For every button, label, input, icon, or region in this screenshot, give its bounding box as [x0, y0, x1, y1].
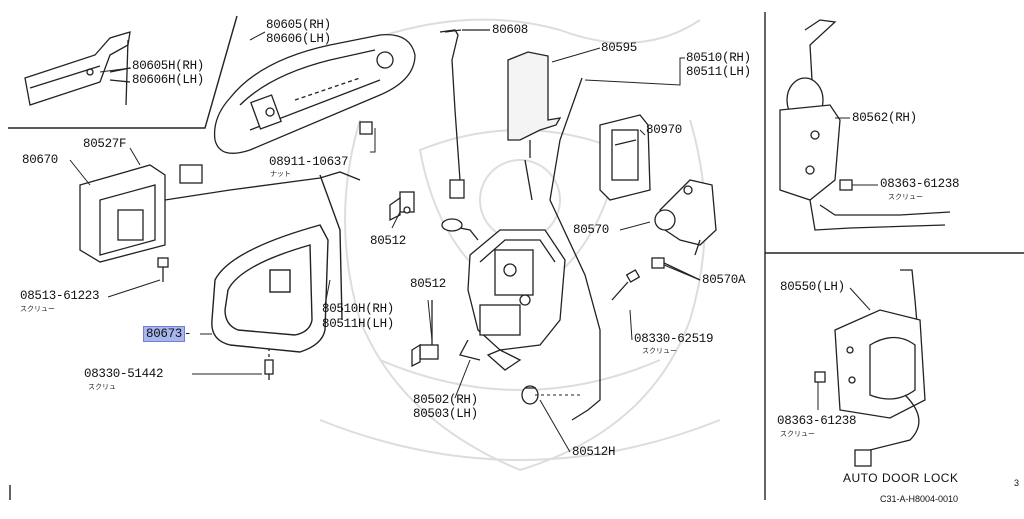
label-80550: 80550(LH)	[780, 280, 845, 294]
label-08911: 08911-10637	[269, 155, 349, 169]
label-80670: 80670	[22, 153, 59, 167]
rod-80608	[439, 29, 490, 199]
label-80510h: 80510H(RH)	[322, 302, 395, 316]
screw-08330-62519	[611, 269, 641, 301]
label-80510: 80510(RH)	[686, 51, 751, 65]
highlighted-part-number[interactable]: 80673	[142, 326, 186, 342]
label-80512h: 80512H	[572, 445, 616, 459]
edge-mark: 3	[1014, 478, 1020, 488]
label-80503: 80503(LH)	[413, 407, 478, 421]
label-80970: 80970	[646, 123, 683, 137]
auto-door-lock-caption: AUTO DOOR LOCK	[843, 471, 959, 485]
label-08363b: 08363-61238	[777, 414, 857, 428]
clip-80512-lower	[411, 300, 439, 368]
label-08911-sub: ナット	[270, 170, 291, 178]
label-08363a: 08363-61238	[880, 177, 960, 191]
actuator-80562	[779, 19, 951, 231]
screw-08513	[157, 257, 169, 282]
leader-lines	[69, 29, 878, 453]
outside-handle	[213, 34, 416, 154]
label-08513: 08513-61223	[20, 289, 100, 303]
catalog-code: C31-A-H8004-0010	[880, 494, 959, 504]
inset-bracket	[24, 31, 131, 106]
label-80595: 80595	[601, 41, 638, 55]
remote-control-80670	[79, 164, 361, 263]
label-80502: 80502(RH)	[413, 393, 478, 407]
label-08330b-sub: スクリュ	[88, 383, 116, 391]
guard-80595	[507, 51, 562, 158]
clip-80512h	[521, 385, 539, 405]
panel-dividers	[8, 12, 1024, 500]
label-80606h: 80606H(LH)	[132, 73, 205, 87]
label-80511h: 80511H(LH)	[322, 317, 395, 331]
label-08513-sub: スクリュー	[20, 305, 55, 313]
label-80608: 80608	[492, 23, 529, 37]
bezel-80673	[211, 174, 343, 353]
label-08330a-sub: スクリュー	[642, 347, 677, 355]
label-80605h: 80605H(RH)	[132, 59, 205, 73]
label-08363b-sub: スクリュー	[780, 430, 815, 438]
label-80606: 80606(LH)	[266, 32, 331, 46]
label-08363a-sub: スクリュー	[888, 193, 923, 201]
bezel-80970	[599, 114, 651, 201]
rod-80510	[524, 77, 601, 421]
label-08330b: 08330-51442	[84, 367, 164, 381]
door-lock-assembly	[441, 218, 566, 371]
label-80673: 80673-	[142, 326, 192, 342]
label-08330a: 08330-62519	[634, 332, 714, 346]
clip-80512-upper	[389, 191, 415, 222]
label-80570a: 80570A	[702, 273, 746, 287]
label-80512-upper: 80512	[370, 234, 407, 248]
label-80527f: 80527F	[83, 137, 127, 151]
label-80570: 80570	[573, 223, 610, 237]
inset-divider	[8, 15, 238, 129]
label-80511: 80511(LH)	[686, 65, 751, 79]
label-80562: 80562(RH)	[852, 111, 917, 125]
label-80605: 80605(RH)	[266, 18, 331, 32]
actuator-80550	[814, 269, 926, 467]
inside-handle-80570	[654, 179, 717, 256]
label-80512-lower: 80512	[410, 277, 447, 291]
